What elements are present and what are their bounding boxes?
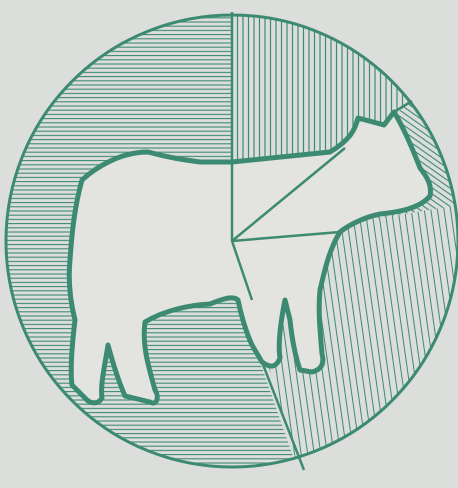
diagram-canvas xyxy=(0,0,458,488)
cow-pie-diagram xyxy=(0,0,458,488)
